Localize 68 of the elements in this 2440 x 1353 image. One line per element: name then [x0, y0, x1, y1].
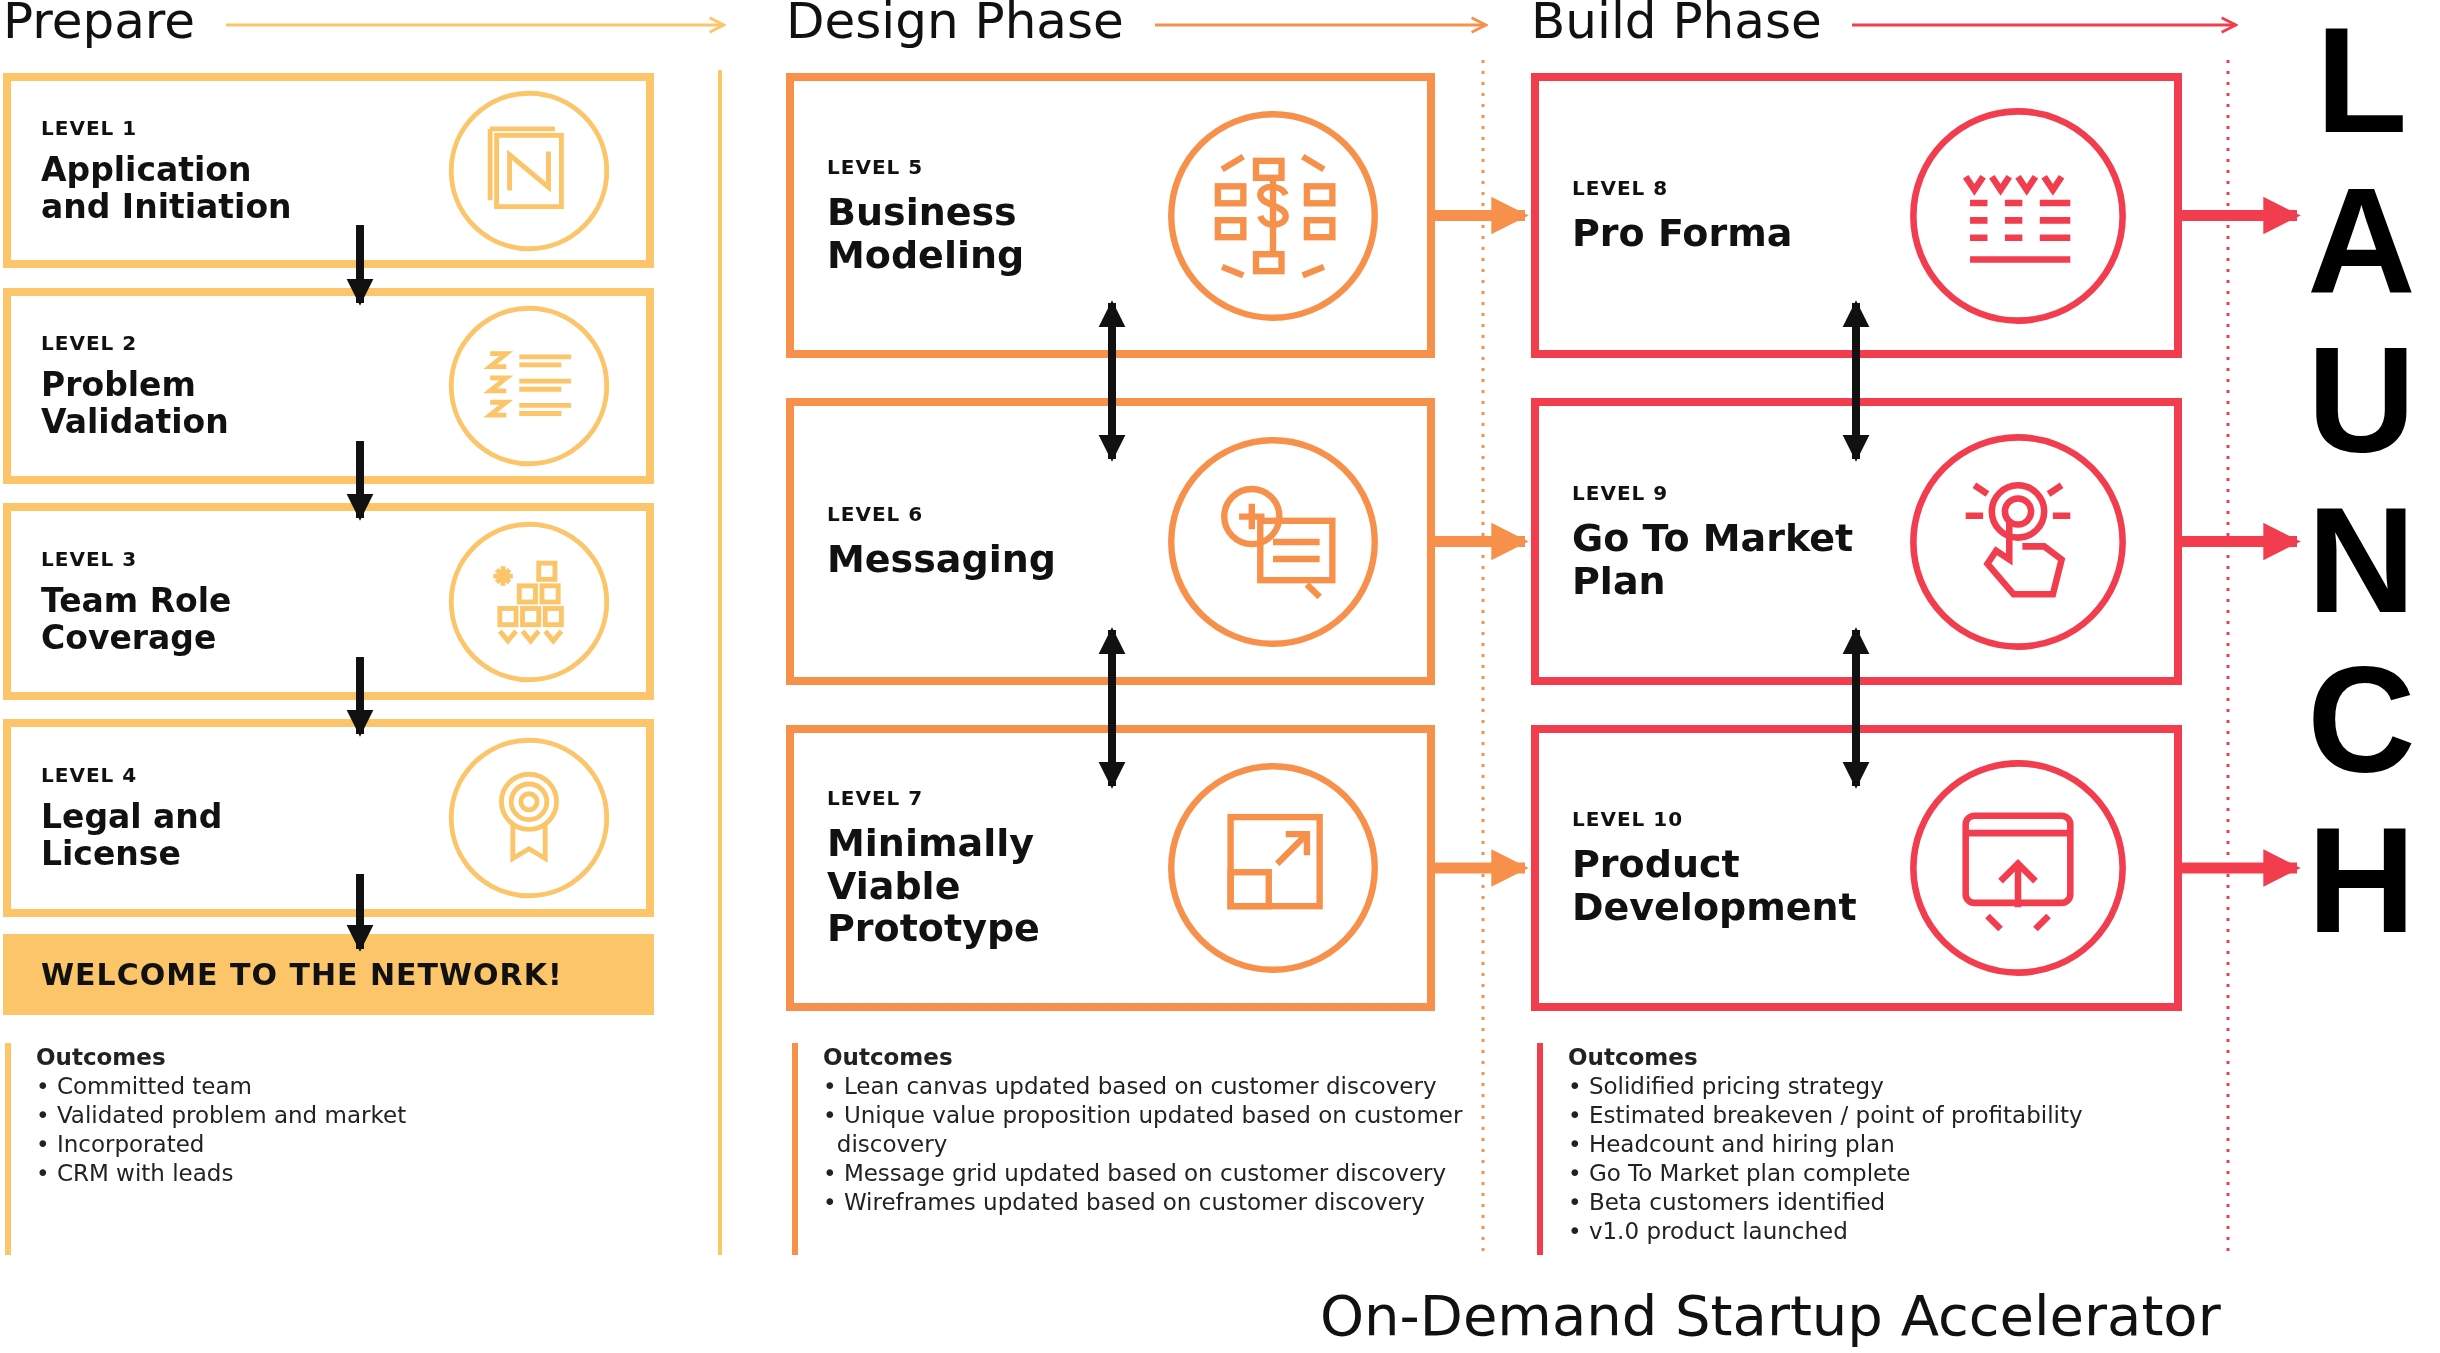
level-label: LEVEL 6 — [827, 502, 924, 527]
bullet-item: • Estimated breakeven / point of profitability — [1568, 1101, 2084, 1130]
level-label: LEVEL 9 — [1572, 480, 1669, 505]
bullet-item: • v1.0 product launched — [1568, 1217, 1849, 1246]
level-title: Product Development — [1572, 843, 1858, 929]
double-arrow — [1842, 300, 1870, 462]
bullet-item: • Wireframes updated based on customer discovery — [823, 1188, 1426, 1217]
level-label: LEVEL 4 — [41, 763, 138, 788]
bullet-item: • Headcount and hiring plan — [1568, 1130, 1896, 1159]
section-heading: Outcomes — [1568, 1043, 1699, 1072]
arrow — [2182, 849, 2301, 887]
arrow — [2182, 522, 2301, 561]
level-title: Pro Forma — [1572, 212, 1794, 255]
level-label: LEVEL 5 — [827, 154, 924, 179]
level-title: Go To Market Plan — [1572, 516, 1855, 603]
level-box — [1531, 73, 2182, 358]
arrow — [346, 874, 374, 952]
bullet-item: • Incorporated — [36, 1130, 206, 1159]
level-box — [786, 725, 1435, 1011]
bullet-item: • Committed team — [36, 1072, 253, 1101]
level-title: Messaging — [827, 538, 1057, 581]
bullet-item: • Lean canvas updated based on customer discovery — [823, 1072, 1438, 1101]
arrow — [1435, 196, 1529, 235]
level-label: LEVEL 8 — [1572, 176, 1669, 201]
level-title: Business Modeling — [827, 190, 1026, 277]
banner — [3, 934, 654, 1015]
double-arrow — [1098, 627, 1126, 789]
phase-heading: Design Phase — [786, 0, 1124, 46]
bullet-item: • Unique value proposition updated based on customer discovery — [823, 1101, 1464, 1159]
vertical-title: LAUNCH — [2303, 0, 2420, 960]
phase-heading: Build Phase — [1531, 0, 1822, 46]
level-label: LEVEL 2 — [41, 331, 138, 356]
arrow — [346, 441, 374, 521]
level-box — [3, 73, 654, 268]
level-label: LEVEL 10 — [1572, 807, 1684, 832]
level-title: Legal and License — [41, 799, 224, 873]
level-label: LEVEL 7 — [827, 786, 924, 811]
level-title: Problem Validation — [41, 367, 230, 441]
bullet-item: • CRM with leads — [36, 1159, 235, 1188]
level-title: Application and Initiation — [41, 151, 293, 226]
arrow — [1435, 849, 1529, 887]
arrow — [346, 225, 374, 306]
level-title: Team Role Coverage — [41, 582, 233, 657]
level-box — [3, 503, 654, 700]
arrow — [1435, 522, 1529, 561]
bullet-item: • Beta customers identified — [1568, 1188, 1887, 1217]
arrow — [346, 657, 374, 737]
level-box — [786, 398, 1435, 685]
bullet-item: • Validated problem and market — [36, 1101, 408, 1130]
level-box — [3, 288, 654, 484]
level-box — [786, 73, 1435, 358]
bullet-item: • Solidified pricing strategy — [1568, 1072, 1885, 1101]
phase-heading: Prepare — [3, 0, 196, 46]
tagline: On-Demand Startup Accelerator — [1320, 1283, 2221, 1348]
section-heading: Outcomes — [36, 1043, 167, 1072]
bullet-item: • Go To Market plan complete — [1568, 1159, 1912, 1188]
level-title: Minimally Viable Prototype — [827, 822, 1041, 950]
level-label: LEVEL 1 — [41, 115, 138, 140]
double-arrow — [1842, 627, 1870, 789]
bullet-item: • Message grid updated based on customer discovery — [823, 1159, 1448, 1188]
double-arrow — [1098, 300, 1126, 462]
banner-text: WELCOME TO THE NETWORK! — [41, 957, 563, 992]
level-box — [1531, 725, 2182, 1011]
level-label: LEVEL 3 — [41, 546, 138, 571]
level-box — [1531, 398, 2182, 685]
level-box — [3, 719, 654, 917]
section-heading: Outcomes — [823, 1043, 954, 1072]
arrow — [2182, 196, 2301, 235]
